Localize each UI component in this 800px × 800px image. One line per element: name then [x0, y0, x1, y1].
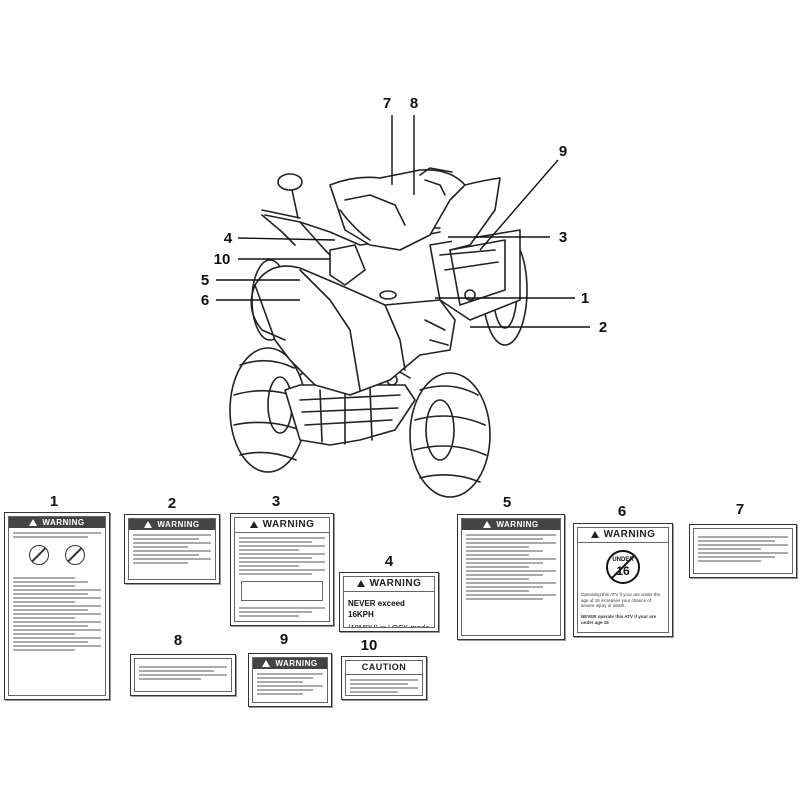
warning-icon: [262, 660, 271, 667]
callout-7: 7: [383, 95, 391, 112]
label-6-number: 6: [617, 503, 627, 520]
callout-9: 9: [559, 143, 567, 160]
callout-2: 2: [599, 319, 607, 336]
label-7: [689, 524, 797, 578]
warning-icon: [356, 580, 365, 587]
label-10-number: 10: [360, 637, 378, 654]
label-5: WARNING: [457, 514, 565, 640]
label-2-header: WARNING: [157, 520, 200, 529]
callout-8: 8: [410, 95, 418, 112]
label-3: WARNING: [230, 513, 334, 626]
label-8: [130, 654, 236, 696]
label-3-header: WARNING: [262, 519, 315, 530]
label-4-line1: NEVER exceed 16KPH: [348, 599, 405, 619]
label-1-header: WARNING: [42, 518, 85, 527]
prohibited-icon: [65, 545, 85, 565]
label-7-number: 7: [735, 501, 745, 518]
label-1: WARNING: [4, 512, 110, 700]
label-2: WARNING: [124, 514, 220, 584]
label-6: WARNING UNDER 16 Operating this ATV if y…: [573, 523, 673, 637]
callout-4: 4: [224, 230, 233, 247]
label-2-number: 2: [167, 495, 177, 512]
callout-5: 5: [201, 272, 209, 289]
label-1-number: 1: [49, 493, 59, 510]
label-5-header: WARNING: [496, 520, 539, 529]
label-4: WARNING NEVER exceed 16KPH (10MPH) in LO…: [339, 572, 439, 632]
under-16-badge: UNDER 16: [606, 550, 640, 584]
label-5-number: 5: [502, 494, 512, 511]
label-4-number: 4: [384, 553, 394, 570]
warning-icon: [29, 519, 38, 526]
label-10-header: CAUTION: [346, 661, 422, 675]
label-4-line2: (10MPH) in LOCK mode: [348, 623, 430, 628]
label-6-text2: NEVER operate this ATV if your are under…: [581, 614, 657, 625]
label-10: CAUTION: [341, 656, 427, 700]
label-4-header: WARNING: [369, 578, 422, 589]
callout-1: 1: [581, 290, 589, 307]
label-9-number: 9: [279, 631, 289, 648]
label-8-number: 8: [173, 632, 183, 649]
callout-6: 6: [201, 292, 209, 309]
callout-10: 10: [214, 251, 231, 268]
label-6-text1: Operating this ATV if your are under the…: [581, 592, 660, 608]
label-6-header: WARNING: [603, 529, 656, 540]
prohibited-icon: [29, 545, 49, 565]
label-3-number: 3: [271, 493, 281, 510]
warning-icon: [249, 521, 258, 528]
warning-icon: [590, 531, 599, 538]
label-9: WARNING: [248, 653, 332, 707]
callout-3: 3: [559, 229, 567, 246]
label-9-header: WARNING: [275, 659, 318, 668]
warning-icon: [144, 521, 153, 528]
warning-icon: [483, 521, 492, 528]
